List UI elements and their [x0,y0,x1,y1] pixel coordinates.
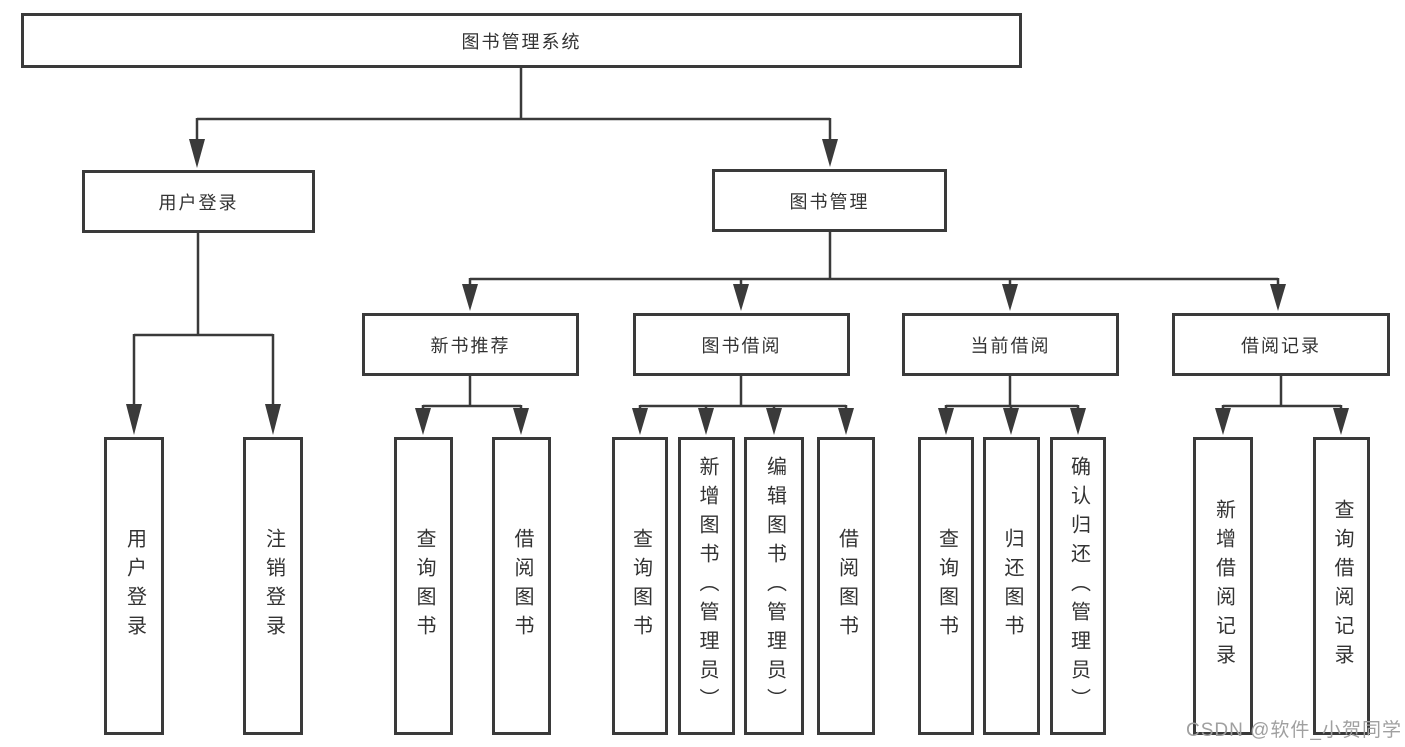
node-leaf-confirm-return-admin: 确认归还（管理员） [1050,437,1106,735]
node-leaf-query-books-current-label: 查询图书 [935,528,958,644]
node-current-borrowing-label: 当前借阅 [970,335,1051,356]
node-leaf-user-login-label: 用户登录 [123,528,146,644]
node-leaf-add-borrow-record-label: 新增借阅记录 [1212,499,1235,673]
node-book-borrowing-label: 图书借阅 [701,335,782,356]
node-borrow-records-label: 借阅记录 [1241,335,1321,356]
node-leaf-add-borrow-record: 新增借阅记录 [1193,437,1253,735]
node-leaf-confirm-return-admin-label: 确认归还（管理员） [1067,455,1090,717]
node-book-borrowing: 图书借阅 [633,313,850,376]
node-leaf-query-books-recommend-label: 查询图书 [413,528,435,644]
node-leaf-return-books: 归还图书 [983,437,1040,735]
node-leaf-query-books-recommend: 查询图书 [394,437,453,735]
node-leaf-borrow-books-recommend-label: 借阅图书 [511,528,533,644]
node-book-management: 图书管理 [712,169,947,232]
node-book-management-label: 图书管理 [789,191,870,212]
node-leaf-borrow-books-borrowing: 借阅图书 [817,437,875,735]
node-root-label: 图书管理系统 [461,31,582,52]
node-leaf-query-books-current: 查询图书 [918,437,974,735]
node-leaf-edit-book-admin: 编辑图书（管理员） [744,437,804,735]
node-leaf-borrow-books-recommend: 借阅图书 [492,437,551,735]
node-root: 图书管理系统 [21,13,1022,68]
node-new-book-recommend-label: 新书推荐 [430,335,511,356]
node-leaf-borrow-books-borrowing-label: 借阅图书 [835,528,858,644]
node-leaf-add-book-admin: 新增图书（管理员） [678,437,735,735]
node-leaf-edit-book-admin-label: 编辑图书（管理员） [763,455,786,717]
node-leaf-query-borrow-record-label: 查询借阅记录 [1331,499,1353,673]
csdn-watermark: CSDN @软件_小贺同学 [1186,720,1402,741]
node-leaf-return-books-label: 归还图书 [1001,528,1023,644]
node-user-login-label: 用户登录 [158,192,239,213]
node-borrow-records: 借阅记录 [1172,313,1390,376]
node-current-borrowing: 当前借阅 [902,313,1119,376]
node-leaf-logout: 注销登录 [243,437,303,735]
node-leaf-add-book-admin-label: 新增图书（管理员） [696,455,718,717]
node-new-book-recommend: 新书推荐 [362,313,579,376]
node-leaf-query-books-borrowing-label: 查询图书 [629,528,652,644]
node-leaf-logout-label: 注销登录 [262,528,285,644]
arrowheads [126,139,1349,435]
node-leaf-query-borrow-record: 查询借阅记录 [1313,437,1370,735]
node-leaf-user-login: 用户登录 [104,437,164,735]
node-user-login: 用户登录 [82,170,315,233]
node-leaf-query-books-borrowing: 查询图书 [612,437,668,735]
